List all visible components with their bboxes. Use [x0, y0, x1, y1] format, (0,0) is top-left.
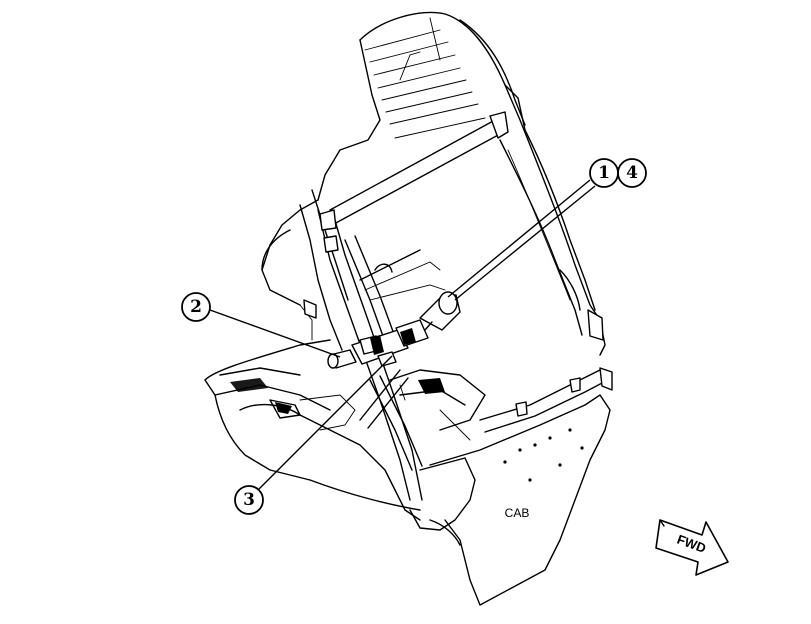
leader-1-4	[447, 179, 591, 298]
callout-1-label: 1	[598, 163, 610, 183]
leader-lines	[209, 179, 596, 491]
leader-3	[257, 355, 393, 491]
callout-4[interactable]: 4	[617, 158, 647, 188]
rear-cab-structure	[317, 11, 606, 356]
center-brace	[344, 235, 446, 471]
callout-3-label: 3	[243, 490, 255, 510]
cab-label: CAB	[505, 506, 530, 520]
leader-2	[209, 309, 341, 358]
callout-4-label: 4	[626, 163, 638, 183]
fwd-arrow: FWD	[655, 519, 729, 576]
leader-1-4-b	[454, 185, 596, 301]
callout-2-label: 2	[190, 297, 202, 317]
connector-assembly	[327, 291, 461, 369]
callout-1[interactable]: 1	[589, 158, 619, 188]
left-frame-structure	[261, 189, 423, 501]
callout-2[interactable]: 2	[181, 292, 211, 322]
floor-deck	[204, 339, 613, 511]
cab-front-panel: CAB	[394, 394, 611, 606]
callout-3[interactable]: 3	[234, 485, 264, 515]
